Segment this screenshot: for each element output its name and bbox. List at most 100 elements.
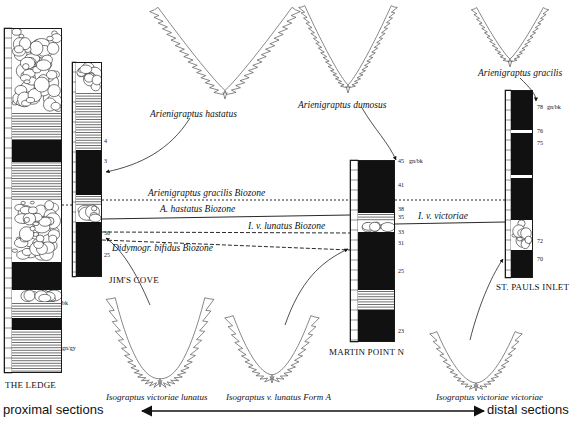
species-name: Arienigraptus dumosus [298,100,386,110]
rock-bed [76,150,102,195]
lamina [12,168,62,169]
conglomerate-bed [12,290,62,302]
scale-tick [350,210,358,211]
clast [34,77,49,92]
scale-tick [350,280,358,281]
lamina [358,307,395,308]
scale-tick [4,278,12,279]
graptolite-drawing [106,298,214,388]
stipe [430,332,476,390]
rock-bed [511,130,533,133]
lamina [12,194,62,195]
lithology-code: gn/bk [409,158,423,165]
graptolite-drawings [106,6,549,391]
lamina [12,162,62,163]
lamina [358,301,395,302]
scale-tick [4,98,12,99]
clast [80,65,92,74]
shale-bed [12,318,62,330]
sicula [508,60,512,67]
lamina [12,188,62,189]
lamina [76,122,102,123]
lamina [12,134,62,135]
leader-arrow [470,259,503,340]
species-name: Isograptus victoriae victoriae [436,393,543,403]
stipe [106,298,160,388]
lamina [12,123,62,124]
rock-bed [76,62,102,92]
correlation-line [102,232,350,233]
scale-tick [4,198,12,199]
scale-tick [4,208,12,209]
scale-tick [4,308,12,309]
scale-tick [350,220,358,221]
scale-tick [350,290,358,291]
laminated-bed [76,195,102,205]
lamina [76,142,102,143]
lamina [12,358,62,359]
bed-number: 25 [104,252,110,259]
lamina [12,129,62,130]
clast [20,57,35,69]
lamina [12,126,62,127]
stipe [471,8,510,62]
scale-tick [4,58,12,59]
lamina [12,121,62,122]
species-name: Isograptus v. lunatus Form A [226,393,331,403]
lamina [358,294,395,295]
lamina [76,114,102,115]
rock-bed [76,222,102,277]
scale-tick [350,300,358,301]
stipe [225,316,272,382]
scale-tick [4,248,12,249]
scale-tick [4,88,12,89]
rock-bed [12,140,62,162]
stipe [160,298,214,388]
rock-bed [12,302,62,373]
rock-bed [358,213,395,222]
scale-tick [350,270,358,271]
lamina [12,170,62,171]
scale-tick [4,348,12,349]
conglomerate-bed [12,28,62,112]
clast [525,236,532,243]
scale-tick [4,218,12,219]
rock-bed [12,318,62,330]
rock-bed [76,92,102,150]
leader-arrow [106,118,190,172]
lamina [76,109,102,110]
shale-bed [12,262,62,290]
lamina [12,368,62,369]
clast [12,249,18,252]
section-name: ST. PAULS INLET [496,282,569,292]
graptolite-drawing [225,316,320,383]
scale-tick [4,138,12,139]
scale-ticks [350,170,358,340]
bed-number: 72 [537,238,543,245]
clast [89,214,101,222]
lamina [358,299,395,300]
section-column: JIM'S COVE [72,62,102,277]
leader-arrows [106,78,536,340]
section-name: MARTIN POINT N [329,347,404,357]
scale-tick [4,128,12,129]
clast [51,102,60,110]
clast [26,97,34,102]
bed-number: 4 [104,138,107,145]
lamina [12,342,62,343]
sand-bed [511,175,533,178]
lamina [12,306,62,307]
lamina [76,145,102,146]
scale-bar [4,28,12,373]
lamina [12,178,62,179]
lithology-code: bk [62,300,68,307]
scale-tick [350,320,358,321]
stratigraphic-columns [4,28,533,373]
scale-tick [4,298,12,299]
lamina [358,296,395,297]
conglomerate-bed [511,220,533,250]
lamina [12,311,62,312]
clast [47,42,59,54]
stipe [510,8,549,62]
